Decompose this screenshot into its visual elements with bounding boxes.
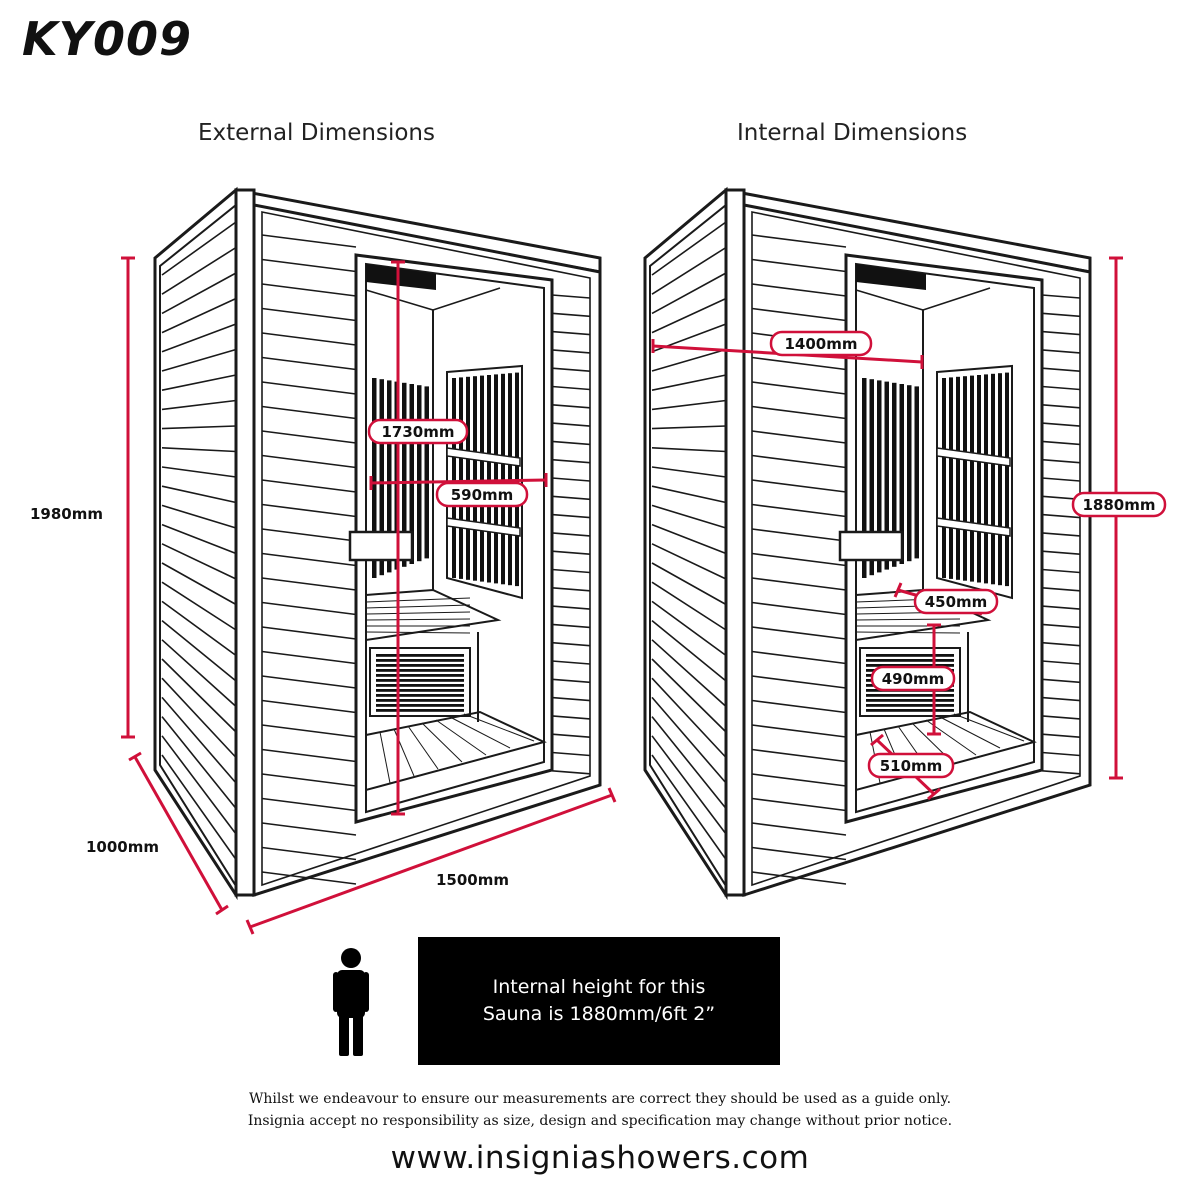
disclaimer: Whilst we endeavour to ensure our measur… bbox=[0, 1088, 1200, 1132]
ext-door-height-label: 1730mm bbox=[381, 423, 454, 441]
website-url: www.insigniashowers.com bbox=[390, 1140, 810, 1176]
external-dimensions-title: External Dimensions bbox=[198, 120, 435, 146]
int-width-pill: 1400mm bbox=[769, 330, 873, 357]
ext-width-label: 1500mm bbox=[436, 871, 509, 889]
int-floor-depth-label: 510mm bbox=[880, 757, 943, 775]
ext-door-width-line bbox=[370, 478, 547, 485]
ext-door-height-pill: 1730mm bbox=[367, 418, 469, 445]
internal-height-info-box: Internal height for this Sauna is 1880mm… bbox=[418, 937, 780, 1065]
info-line-2: Sauna is 1880mm/6ft 2” bbox=[482, 1003, 716, 1025]
disclaimer-line-1: Whilst we endeavour to ensure our measur… bbox=[248, 1091, 952, 1107]
ext-height-label: 1980mm bbox=[30, 505, 103, 523]
int-seat-depth-pill: 450mm bbox=[913, 588, 999, 615]
int-height-pill: 1880mm bbox=[1071, 491, 1167, 518]
int-height-label: 1880mm bbox=[1082, 496, 1155, 514]
int-floor-depth-pill: 510mm bbox=[867, 752, 955, 779]
external-dimension-lines bbox=[121, 256, 617, 935]
int-seat-height-label: 490mm bbox=[882, 670, 945, 688]
person-icon bbox=[333, 948, 369, 1056]
int-seat-depth-label: 450mm bbox=[925, 593, 988, 611]
model-title: KY009 bbox=[22, 12, 192, 66]
internal-sauna-drawing bbox=[643, 186, 1092, 901]
ext-door-width-pill: 590mm bbox=[435, 481, 529, 508]
ext-depth-label: 1000mm bbox=[86, 838, 159, 856]
int-width-label: 1400mm bbox=[784, 335, 857, 353]
internal-dimensions-title: Internal Dimensions bbox=[737, 120, 968, 146]
ext-width-line bbox=[249, 793, 613, 929]
ext-depth-line bbox=[133, 756, 224, 911]
disclaimer-line-2: Insignia accept no responsibility as siz… bbox=[247, 1113, 953, 1129]
info-line-1: Internal height for this bbox=[492, 976, 706, 998]
ext-door-width-label: 590mm bbox=[451, 486, 514, 504]
external-sauna-drawing bbox=[153, 186, 602, 901]
int-seat-height-pill: 490mm bbox=[870, 665, 956, 692]
